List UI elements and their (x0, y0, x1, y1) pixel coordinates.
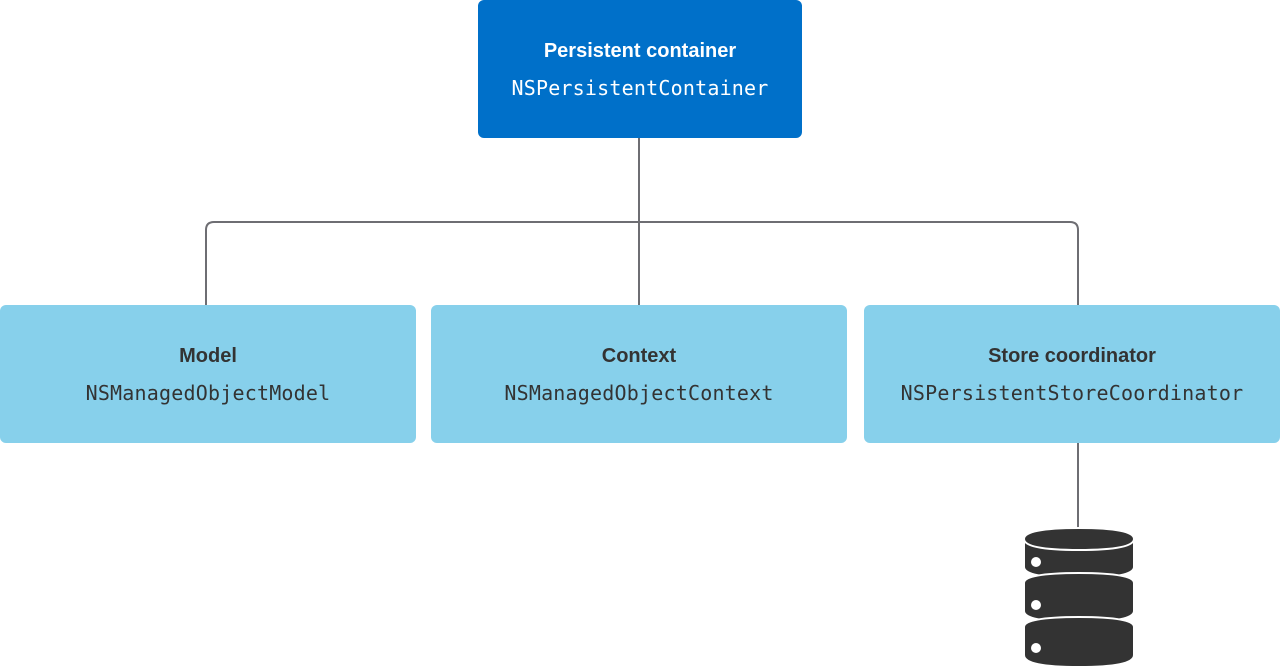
model-class: NSManagedObjectModel (85, 380, 331, 405)
context-class: NSManagedObjectContext (504, 380, 774, 405)
context-title: Context (601, 344, 677, 367)
persistent-container-title: Persistent container (543, 39, 737, 62)
persistent-container-class: NSPersistentContainer (511, 75, 769, 100)
store-coordinator-class: NSPersistentStoreCoordinator (900, 380, 1244, 405)
store-coordinator-title: Store coordinator (988, 344, 1156, 367)
store-coordinator-box: Store coordinator NSPersistentStoreCoord… (864, 305, 1280, 443)
database-icon (1023, 526, 1135, 669)
model-title: Model (179, 344, 237, 367)
connector-branch-horizontal (205, 221, 1079, 305)
persistent-container-box: Persistent container NSPersistentContain… (478, 0, 802, 138)
model-box: Model NSManagedObjectModel (0, 305, 416, 443)
context-box: Context NSManagedObjectContext (431, 305, 847, 443)
